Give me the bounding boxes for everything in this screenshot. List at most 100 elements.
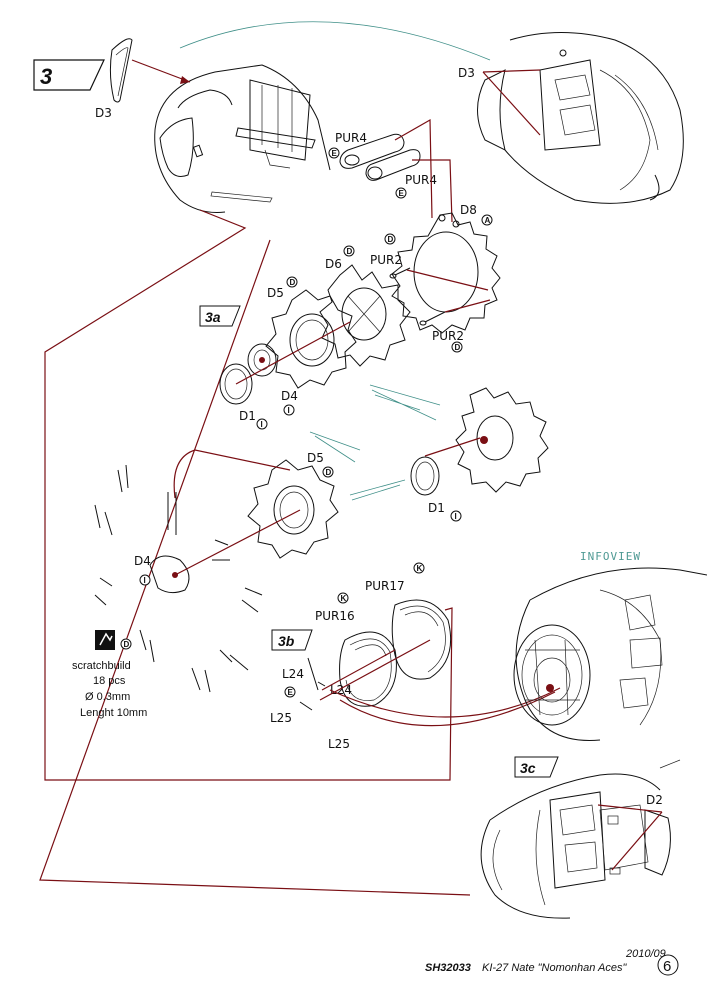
ignition-harness-rings xyxy=(339,599,452,707)
part-l24-b: L24 xyxy=(330,683,352,697)
badge-pur4-b: E xyxy=(395,187,407,199)
svg-text:K: K xyxy=(341,594,347,603)
step-3b-marker: 3b xyxy=(271,629,313,651)
footer-code: SH32033 xyxy=(425,962,471,974)
d1-ring-a xyxy=(219,363,253,405)
d4-hub-a xyxy=(247,343,277,377)
step-3a-marker: 3a xyxy=(199,305,241,327)
badge-d1-a: I xyxy=(256,418,268,430)
part-l25-b: L25 xyxy=(328,737,350,751)
part-pur2-a: PUR2 xyxy=(370,253,402,267)
step-3-label: 3 xyxy=(40,64,52,89)
part-pur16: PUR16 xyxy=(315,609,355,623)
svg-text:I: I xyxy=(455,512,457,521)
part-d3-left: D3 xyxy=(95,106,112,120)
part-d2: D2 xyxy=(646,793,663,807)
step-3-marker: 3 xyxy=(33,59,105,91)
badge-pur2-b: D xyxy=(451,341,463,353)
view-fuselage-bottom-right xyxy=(480,759,681,919)
infoview-engine-view xyxy=(513,567,707,741)
badge-d4-b: I xyxy=(139,574,151,586)
svg-text:I: I xyxy=(288,406,290,415)
l24-l25-wires xyxy=(299,657,326,711)
scratchbuild-note: D scratchbuild 18 pcs Ø 0.3mm Lenght 10m… xyxy=(72,630,147,719)
svg-text:D: D xyxy=(455,343,461,352)
d3-canopy-piece xyxy=(109,38,133,103)
arrows-d3-right xyxy=(482,69,541,136)
part-d4-a: D4 xyxy=(281,389,298,403)
badge-scratch: D xyxy=(120,638,132,650)
part-d5-b: D5 xyxy=(307,451,324,465)
d6-engine-front xyxy=(319,264,411,367)
pur4-parts xyxy=(339,133,421,181)
scratch-len: Lenght 10mm xyxy=(80,707,147,719)
arrows-d2 xyxy=(597,804,663,871)
footer-name: KI-27 Nate "Nomonhan Aces" xyxy=(482,962,627,974)
guide-line-main xyxy=(44,209,453,781)
guide-line-lower xyxy=(39,239,471,896)
arrows-pur4 xyxy=(394,118,453,223)
footer-date: 2010/09 xyxy=(625,948,666,960)
badge-pur16: K xyxy=(337,592,349,604)
svg-text:E: E xyxy=(399,189,405,198)
badge-pur4-a: E xyxy=(328,147,340,159)
d4-hub-b xyxy=(149,449,301,594)
part-pur17: PUR17 xyxy=(365,579,405,593)
teal-hint-lines xyxy=(309,384,441,501)
arrows-harness-to-engine xyxy=(329,687,561,727)
badge-d8-a: A xyxy=(481,214,493,226)
part-pur2-b: PUR2 xyxy=(432,329,464,343)
part-l25-a: L25 xyxy=(270,711,292,725)
pur2-pins xyxy=(389,267,446,326)
part-d1-a: D1 xyxy=(239,409,256,423)
badge-d4-a: I xyxy=(283,404,295,416)
badge-pur17: K xyxy=(413,562,425,574)
d1-ring-b xyxy=(410,456,440,496)
badge-pur2-a: D xyxy=(384,233,396,245)
arrow-3a-b xyxy=(424,437,481,457)
part-d4-b: D4 xyxy=(134,554,151,568)
part-pur4-b: PUR4 xyxy=(405,173,437,187)
arrow-pur2-a xyxy=(406,269,489,291)
part-d3-right: D3 xyxy=(458,66,475,80)
part-d5-a: D5 xyxy=(267,286,284,300)
svg-text:I: I xyxy=(261,420,263,429)
svg-text:K: K xyxy=(417,564,423,573)
step-3c-marker: 3c xyxy=(514,756,559,778)
badge-d1-b: I xyxy=(450,510,462,522)
scratch-dia: Ø 0.3mm xyxy=(85,691,130,703)
svg-text:D: D xyxy=(124,640,130,649)
step-3a-label: 3a xyxy=(205,309,221,325)
svg-text:A: A xyxy=(485,216,491,225)
view-fuselage-top-right xyxy=(477,32,684,204)
scratch-title: scratchbuild xyxy=(72,660,131,672)
badge-d5-b: D xyxy=(322,466,334,478)
page-number-text: 6 xyxy=(663,958,671,975)
svg-text:D: D xyxy=(347,247,353,256)
part-d6: D6 xyxy=(325,257,342,271)
badge-l25: E xyxy=(284,686,296,698)
svg-text:D: D xyxy=(326,468,332,477)
part-pur4-a: PUR4 xyxy=(335,131,367,145)
svg-text:D: D xyxy=(290,278,296,287)
pushrods-scatter xyxy=(94,464,263,693)
svg-text:E: E xyxy=(332,149,338,158)
svg-text:D: D xyxy=(388,235,394,244)
svg-text:E: E xyxy=(288,688,294,697)
infoview-label: INFOVIEW xyxy=(580,550,641,563)
part-d1-b: D1 xyxy=(428,501,445,515)
arrows-3b xyxy=(319,639,431,701)
d5-crankcase-b xyxy=(247,459,339,559)
arrow-d3 xyxy=(131,59,191,83)
guide-arc xyxy=(179,21,491,61)
step-3b-label: 3b xyxy=(278,633,295,649)
arrow-pur2-b xyxy=(444,299,491,313)
svg-text:I: I xyxy=(144,576,146,585)
engine-cowling-ring xyxy=(154,64,331,213)
engine-assembled-3a xyxy=(455,387,549,493)
page-number: 6 xyxy=(657,954,679,976)
part-l24-a: L24 xyxy=(282,667,304,681)
scratch-qty: 18 pcs xyxy=(93,675,126,687)
arrow-3a-axis xyxy=(235,321,351,385)
